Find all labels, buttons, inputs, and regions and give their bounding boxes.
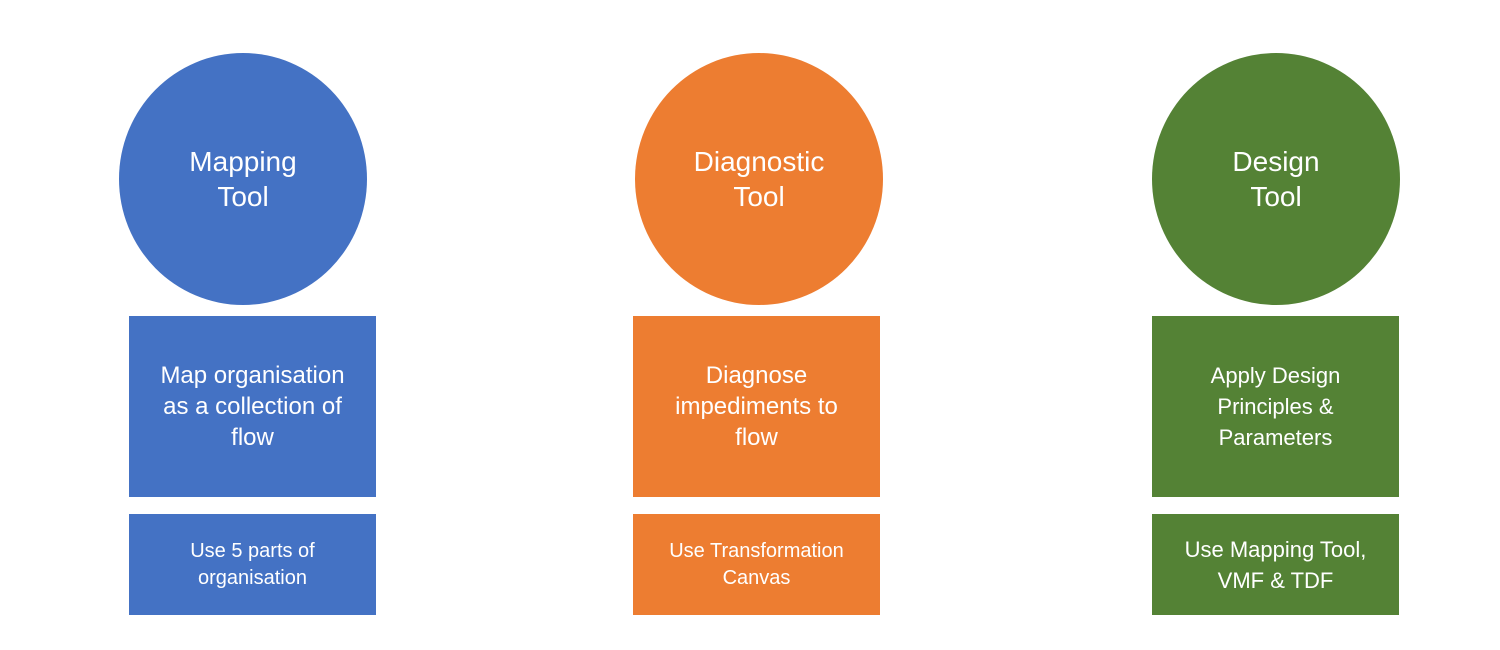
description-line: flow <box>231 424 274 451</box>
diagnostic-tool-method-box: Use Transformation Canvas <box>633 514 880 615</box>
method-line: VMF & TDF <box>1217 567 1334 593</box>
description-line: as a collection of <box>163 393 342 420</box>
description-line: Diagnose <box>705 362 808 389</box>
circle-label-line: Tool <box>733 181 785 212</box>
circle-label-line: Mapping <box>189 146 297 177</box>
mapping-tool-method-box: Use 5 parts of organisation <box>129 514 376 615</box>
description-line: Apply Design <box>1210 363 1341 388</box>
method-line: Use Transformation <box>669 539 844 562</box>
method-line: Canvas <box>722 566 791 589</box>
design-tool-circle: Design Tool <box>1152 53 1400 305</box>
design-tool-description-box: Apply Design Principles & Parameters <box>1152 316 1399 497</box>
description-line: Map organisation <box>160 362 345 389</box>
description-line: impediments to <box>675 393 838 420</box>
description-line: Parameters <box>1218 425 1333 450</box>
circle-label-line: Diagnostic <box>693 146 825 177</box>
circle-label-line: Design <box>1232 146 1320 177</box>
mapping-tool-description-box: Map organisation as a collection of flow <box>129 316 376 497</box>
method-line: Use Mapping Tool, <box>1184 536 1367 562</box>
description-line: flow <box>735 424 778 451</box>
method-line: organisation <box>198 566 307 589</box>
mapping-tool-circle: Mapping Tool <box>119 53 367 305</box>
circle-label-line: Tool <box>217 181 269 212</box>
diagnostic-tool-circle: Diagnostic Tool <box>635 53 883 305</box>
design-tool-method-box: Use Mapping Tool, VMF & TDF <box>1152 514 1399 615</box>
description-line: Principles & <box>1217 394 1334 419</box>
method-line: Use 5 parts of <box>190 539 315 562</box>
circle-label-line: Tool <box>1250 181 1302 212</box>
diagnostic-tool-description-box: Diagnose impediments to flow <box>633 316 880 497</box>
